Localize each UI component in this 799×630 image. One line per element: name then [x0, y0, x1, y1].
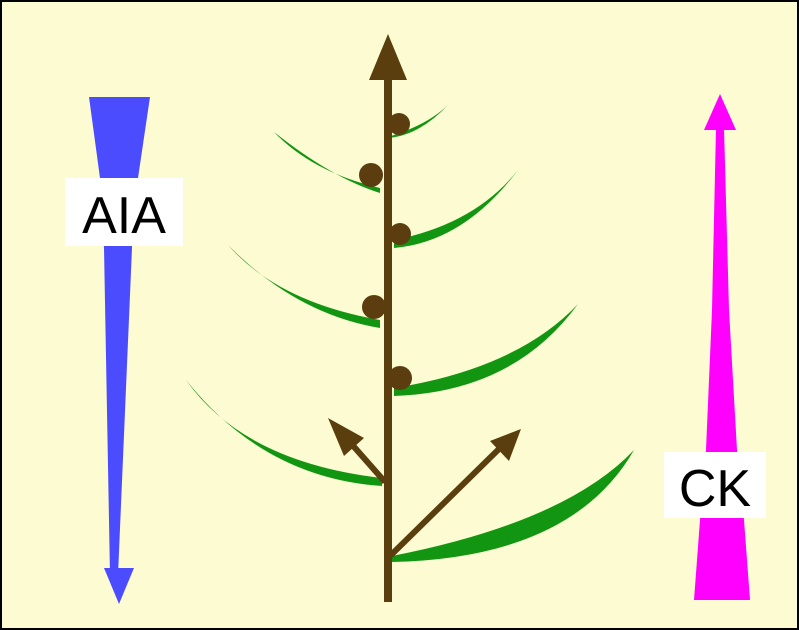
bud — [388, 113, 410, 135]
cytokinin-label: CK — [664, 452, 766, 518]
cytokinin-label-text: CK — [679, 460, 752, 518]
bud — [359, 163, 383, 187]
bud — [388, 366, 412, 390]
auxin-label: AIA — [65, 178, 183, 246]
auxin-label-text: AIA — [82, 187, 166, 245]
bud — [389, 223, 411, 245]
bud — [362, 295, 386, 319]
